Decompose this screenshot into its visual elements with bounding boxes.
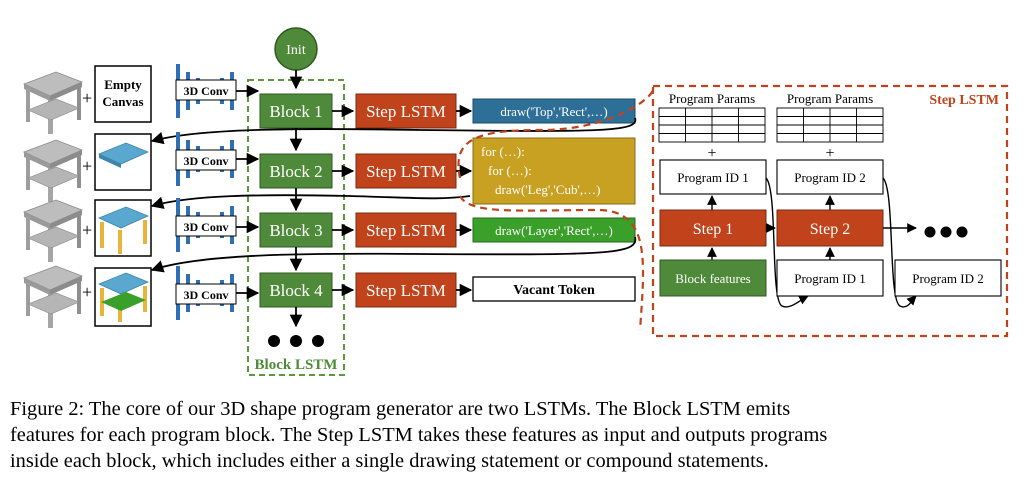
program-id-2-label: Program ID 2 [794,170,866,185]
step-1-box [659,209,767,247]
block-4-label: Block 4 [269,281,323,300]
output-row-4 [472,276,636,302]
row-4: + 3D Conv Block 4 Step LSTM Vacant Token [23,265,636,329]
step-continuation-dots [924,226,968,238]
output-row-4-text: Vacant Token [513,283,595,298]
svg-text:+: + [82,88,92,108]
step-lstm-2-label: Step LSTM [366,162,446,181]
svg-text:+: + [82,220,92,240]
empty-canvas-line1: Empty [104,77,142,92]
program-id-2-input-box [894,259,1002,297]
program-id-2-box [776,159,884,195]
block-features-box [659,259,767,297]
conv-label: 3D Conv [183,154,228,168]
output-row-2-line3: draw('Leg','Cub',…) [495,182,600,197]
conv-label: 3D Conv [183,288,228,302]
empty-canvas-line2: Canvas [102,94,143,109]
table-shape-icon [23,265,83,329]
program-id-1-label: Program ID 1 [677,170,749,185]
block-lstm-label: Block LSTM [255,357,338,373]
callout-connector [457,89,655,331]
block-features-label: Block features [675,271,750,286]
block-continuation-dots [268,335,324,347]
program-params-label-2: Program Params [787,91,873,106]
step-lstm-detail-panel [651,84,1009,338]
caption-line-1: Figure 2: The core of our 3D shape progr… [10,398,791,420]
output-row-2 [472,137,636,205]
figure-caption: Figure 2: The core of our 3D shape progr… [10,396,1020,474]
program-generator-diagram: Block LSTM Init + Empty Canvas 3D Conv B… [23,27,1009,376]
table-shape-icon [23,199,83,263]
step-1-label: Step 1 [693,221,733,238]
step-lstm-2 [355,153,457,189]
svg-text:+: + [82,156,92,176]
step-2-label: Step 2 [810,221,850,238]
program-id-2-input-label: Program ID 2 [912,271,984,286]
block-2-label: Block 2 [269,162,322,181]
output-row-2-line1: for (…): [481,144,525,159]
program-id-1-box [659,159,767,195]
program-params-label-1: Program Params [669,91,755,106]
output-row-2-line2: for (…): [488,163,532,178]
conv-label: 3D Conv [183,84,228,98]
program-params-table-2 [776,107,884,143]
conv-label: 3D Conv [183,220,228,234]
caption-line-3: inside each block, which includes either… [10,450,769,472]
output-row-3-text: draw('Layer','Rect',…) [495,223,613,238]
init-label: Init [286,43,306,58]
program-id-1-input-box [776,259,884,297]
program-id-1-input-label: Program ID 1 [794,271,866,286]
svg-text:+: + [82,282,92,302]
program-params-table-1 [658,107,766,143]
step-lstm-3-label: Step LSTM [366,221,446,240]
step-lstm-3 [355,212,457,248]
step-lstm-4 [355,272,457,308]
output-row-1-text: draw('Top','Rect',…) [500,104,607,119]
plus-2: + [825,145,834,162]
step-lstm-4-label: Step LSTM [366,281,446,300]
row-1: + Empty Canvas 3D Conv Block 1 Step LSTM… [23,64,636,135]
plus-1: + [707,145,716,162]
output-row-3 [472,217,636,243]
block-1-label: Block 1 [269,102,322,121]
caption-line-2: features for each program block. The Ste… [10,424,828,446]
step-lstm-1-label: Step LSTM [366,102,446,121]
table-shape-icon [23,71,83,135]
block-3-label: Block 3 [269,221,322,240]
table-shape-icon [23,139,83,203]
row-2: + 3D Conv Block 2 Step LSTM for (…): for… [23,132,636,205]
row-3: + 3D Conv Block 3 Step LSTM draw('Layer'… [23,198,636,263]
detail-title: Step LSTM [929,93,999,108]
empty-canvas-box [94,65,152,123]
